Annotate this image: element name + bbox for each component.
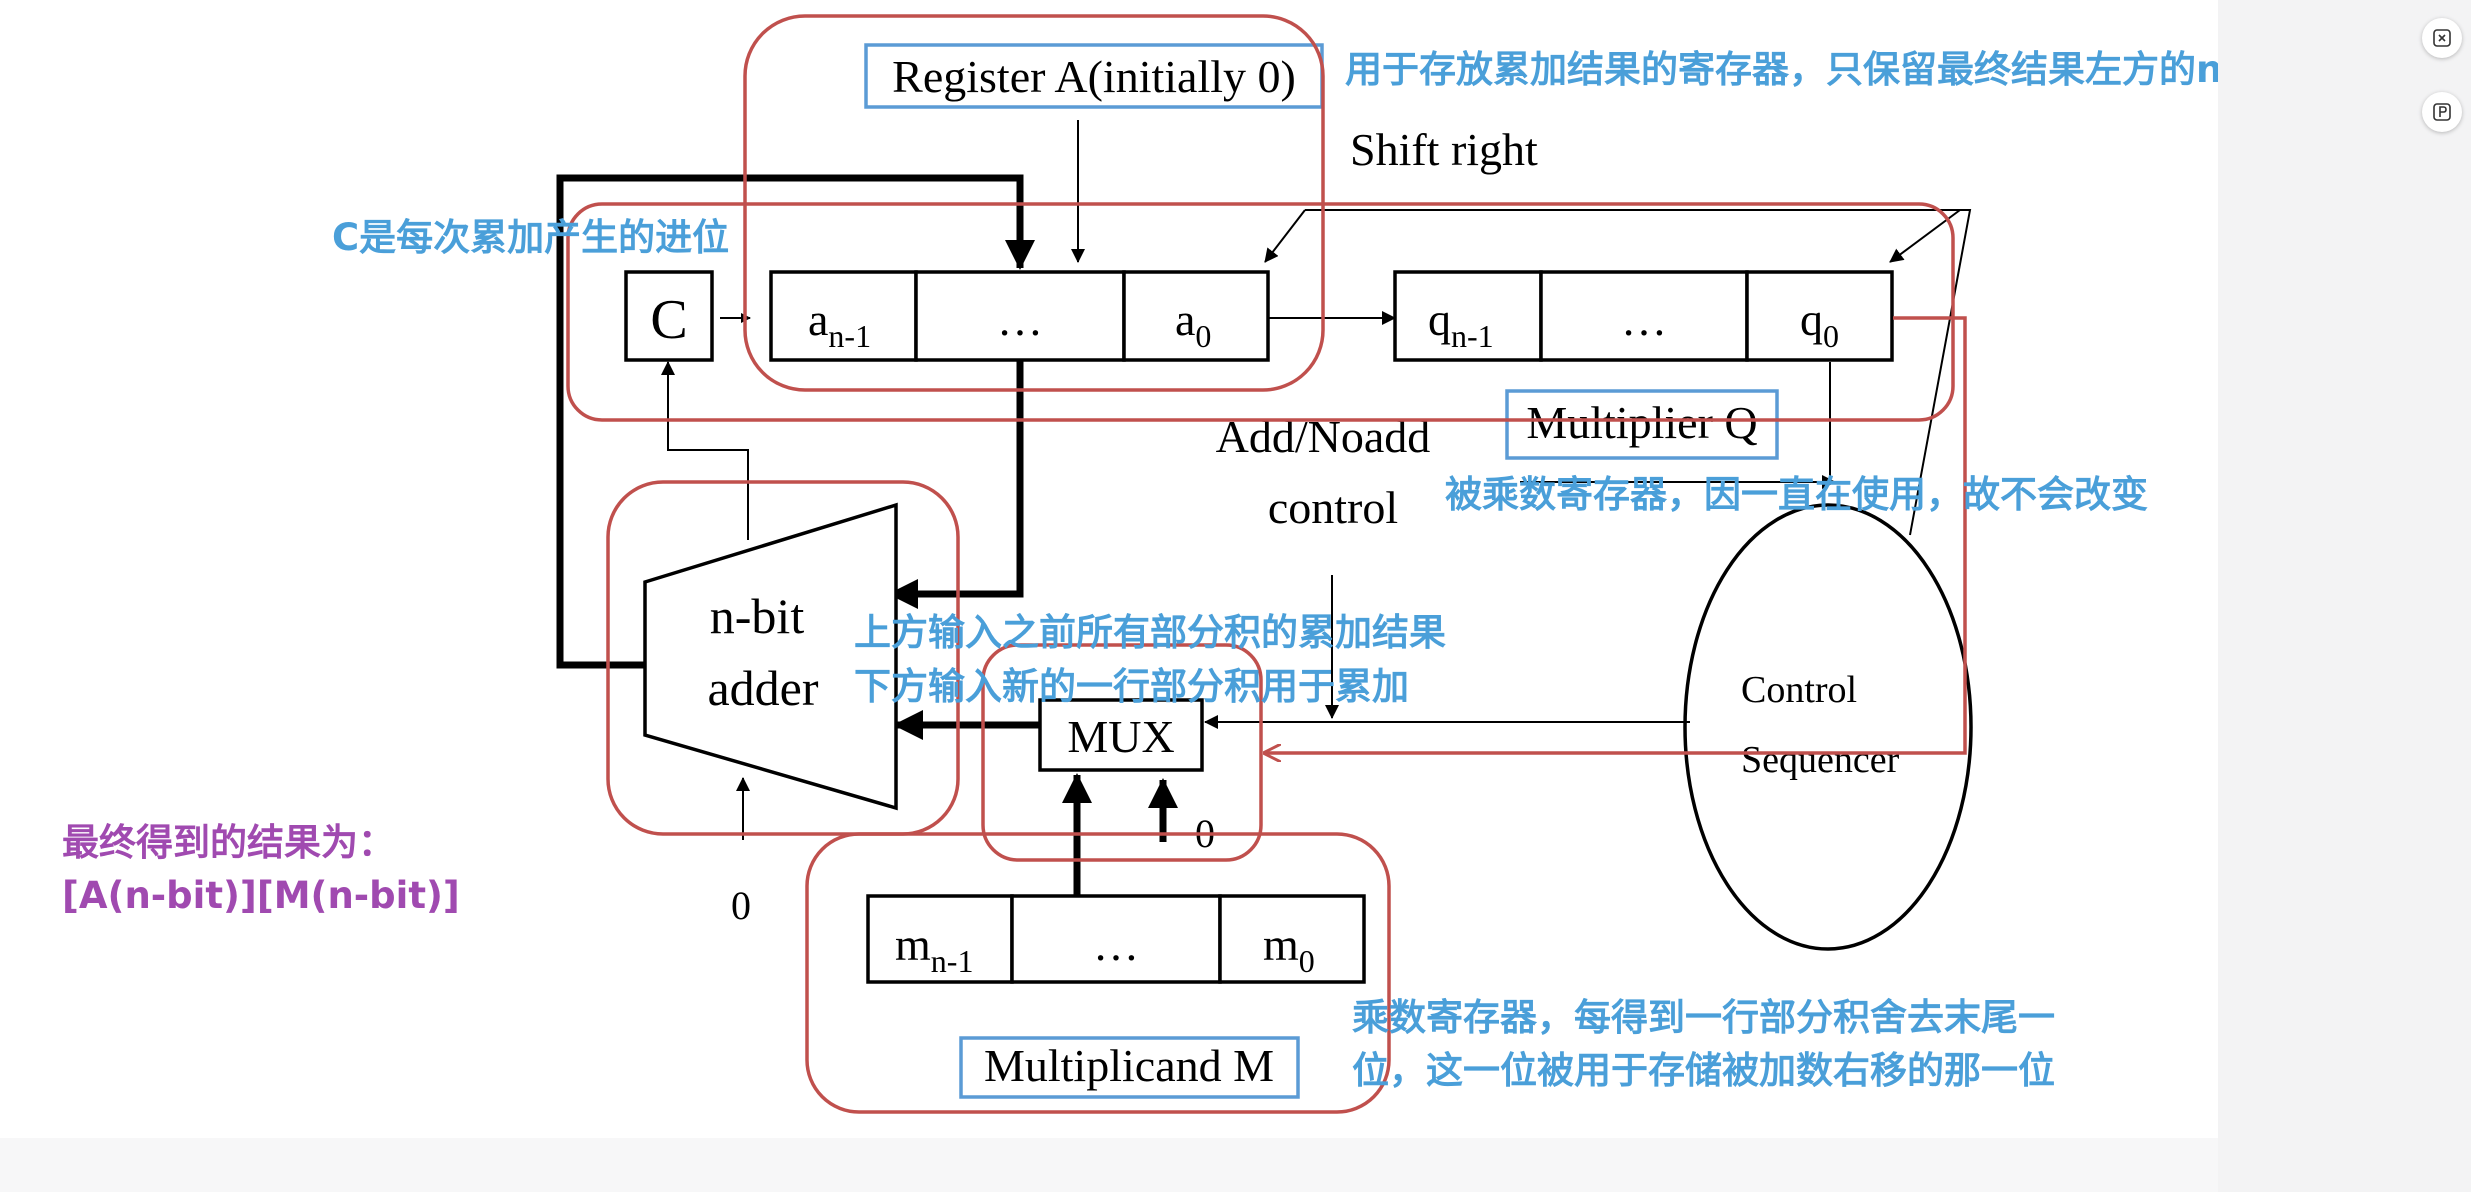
svg-text:m0: m0 [1263, 919, 1315, 979]
a-high-cell: a [808, 294, 828, 345]
register-a-annotation: 用于存放累加结果的寄存器，只保留最终结果左方的n位 [1345, 48, 2218, 91]
m-middle-cell: … [1093, 919, 1139, 970]
adder-label-line1: n-bit [710, 588, 805, 644]
highlight-register-row [566, 202, 1955, 422]
register-m: mn-1 … m0 [866, 894, 1366, 984]
multiplier-diagram: C an-1 … a0 qn-1 … q0 mn-1 … m0 n-bit ad… [62, 14, 2259, 1114]
highlight-q0-feedback [1265, 316, 1967, 753]
q-low-cell: q [1800, 294, 1823, 345]
p-square-button[interactable] [2422, 92, 2462, 132]
result-annotation-line2: [A(n-bit)][M(n-bit)] [62, 874, 460, 917]
svg-text:qn-1: qn-1 [1428, 294, 1494, 354]
bottom-strip [0, 1138, 2218, 1192]
a-low-cell: a [1175, 294, 1195, 345]
register-a-label: Register A(initially 0) [892, 51, 1296, 102]
adder-label-line2: adder [707, 660, 818, 716]
multiplier-annotation: 被乘数寄存器，因一直在使用，故不会改变 [1445, 473, 2148, 516]
m-low-subscript: 0 [1299, 943, 1315, 979]
shift-arrow-a [1264, 209, 1306, 263]
register-a-to-adder-wire [888, 360, 1024, 609]
adder-zero-input: 0 [731, 883, 751, 928]
svg-text:an-1: an-1 [808, 294, 871, 354]
carry-wire [661, 361, 749, 540]
highlight-adder [606, 480, 960, 836]
control-sequencer: Control Sequencer [1683, 503, 1973, 951]
highlight-outlines [566, 14, 1967, 1114]
q-high-subscript: n-1 [1451, 318, 1494, 354]
multiplier-q-label: Multiplier Q [1526, 397, 1757, 448]
svg-text:q0: q0 [1800, 294, 1839, 354]
mux-label: MUX [1067, 711, 1174, 762]
highlight-multiplicand [805, 832, 1391, 1114]
p-square-icon [2433, 103, 2451, 121]
register-a: an-1 … a0 [769, 270, 1270, 362]
shift-right-label: Shift right [1350, 124, 1538, 175]
result-annotation-line1: 最终得到的结果为： [62, 821, 395, 864]
side-panel [2218, 0, 2471, 1192]
q-high-cell: q [1428, 294, 1451, 345]
multiplier-q-label-box: Multiplier Q [1505, 389, 1779, 460]
svg-text:a0: a0 [1175, 294, 1211, 354]
m-high-cell: m [895, 919, 931, 970]
mux: MUX [1038, 698, 1204, 772]
a-high-subscript: n-1 [828, 318, 871, 354]
adder-annotation-line1: 上方输入之前所有部分积的累加结果 [854, 611, 1446, 654]
carry-cell: C [624, 270, 714, 362]
close-square-button[interactable] [2422, 18, 2462, 58]
shift-arrow-q [1889, 209, 1961, 263]
close-square-icon [2433, 29, 2451, 47]
add-noadd-label-line2: control [1268, 482, 1398, 533]
carry-annotation: C是每次累加产生的进位 [332, 216, 729, 259]
q-low-subscript: 0 [1823, 318, 1839, 354]
highlight-mux [981, 643, 1263, 862]
a-middle-cell: … [997, 294, 1043, 345]
control-label-line1: Control [1741, 669, 1857, 711]
q-middle-cell: … [1621, 294, 1667, 345]
thick-feedback-wire [556, 174, 1035, 669]
control-label-line2: Sequencer [1741, 739, 1900, 781]
multiplicand-annotation-line1: 乘数寄存器，每得到一行部分积舍去末尾一 [1352, 996, 2055, 1039]
svg-text:mn-1: mn-1 [895, 919, 973, 979]
multiplicand-m-label: Multiplicand M [984, 1040, 1274, 1091]
register-q: qn-1 … q0 [1393, 270, 1894, 362]
m-high-subscript: n-1 [931, 943, 974, 979]
register-a-label-box: Register A(initially 0) [864, 43, 1324, 109]
adder-annotation-line2: 下方输入新的一行部分积用于累加 [854, 665, 1409, 708]
carry-cell-label: C [650, 289, 687, 351]
a-low-subscript: 0 [1195, 318, 1211, 354]
multiplicand-m-label-box: Multiplicand M [959, 1036, 1300, 1099]
multiplicand-annotation-line2: 位，这一位被用于存储被加数右移的那一位 [1352, 1049, 2055, 1092]
m-low-cell: m [1263, 919, 1299, 970]
n-bit-adder: n-bit adder [643, 502, 898, 811]
shift-control-line [1305, 209, 1972, 536]
